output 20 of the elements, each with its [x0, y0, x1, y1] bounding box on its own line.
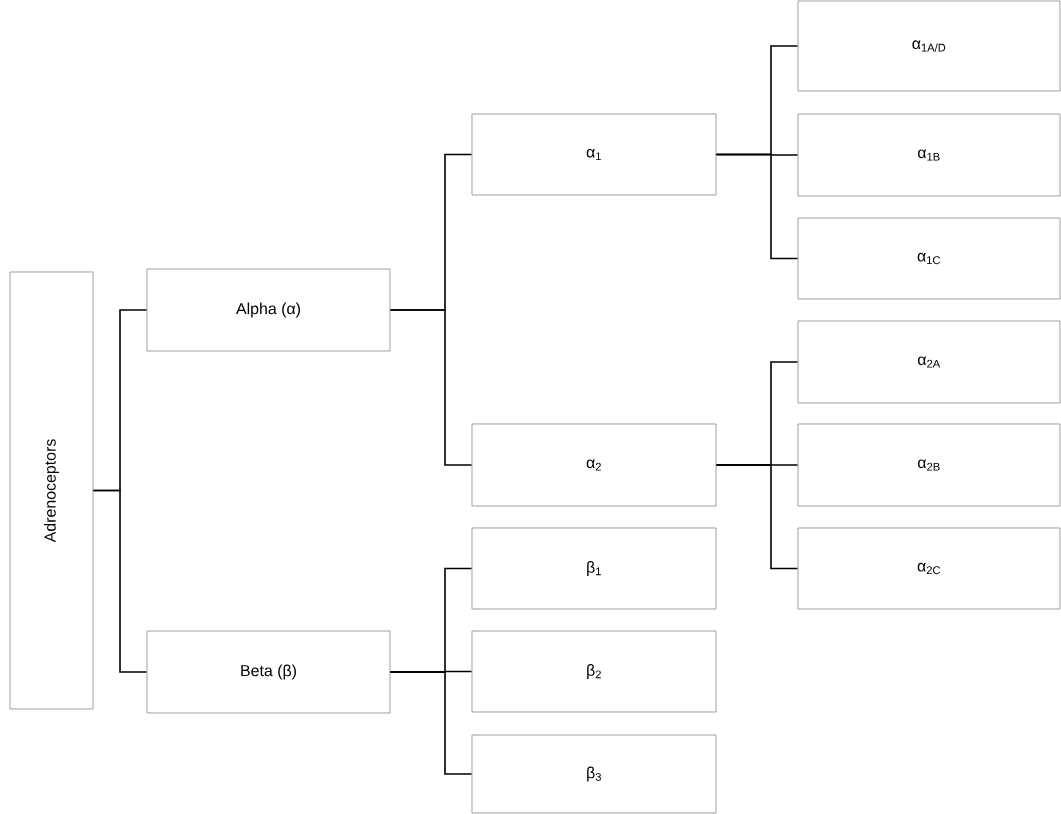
category-box: β$_{3}$ [471, 734, 717, 814]
connector-line [715, 153, 799, 260]
category-box: α$_{2A}$ [797, 320, 1061, 404]
connector-line [92, 489, 148, 673]
category-box: α$_{2C}$ [797, 527, 1061, 610]
category-box: α$_{1B}$ [797, 113, 1061, 197]
category-box: α$_{1C}$ [797, 217, 1061, 300]
category-box: α$_{1A/D}$ [797, 0, 1061, 92]
category-box: β$_{1}$ [471, 527, 717, 610]
category-box: α$_{2B}$ [797, 423, 1061, 507]
category-box [9, 271, 94, 710]
box-label: Adrenoceptors [44, 439, 59, 543]
category-box: Alpha (α) [146, 268, 391, 352]
category-box: Beta (β) [146, 630, 391, 714]
category-box: α$_{2}$ [471, 423, 717, 507]
connector-line [389, 671, 473, 775]
category-box: α$_{1}$ [471, 113, 717, 196]
connector-line [389, 309, 473, 466]
category-box: β$_{2}$ [471, 630, 717, 713]
connector-line [715, 464, 799, 570]
